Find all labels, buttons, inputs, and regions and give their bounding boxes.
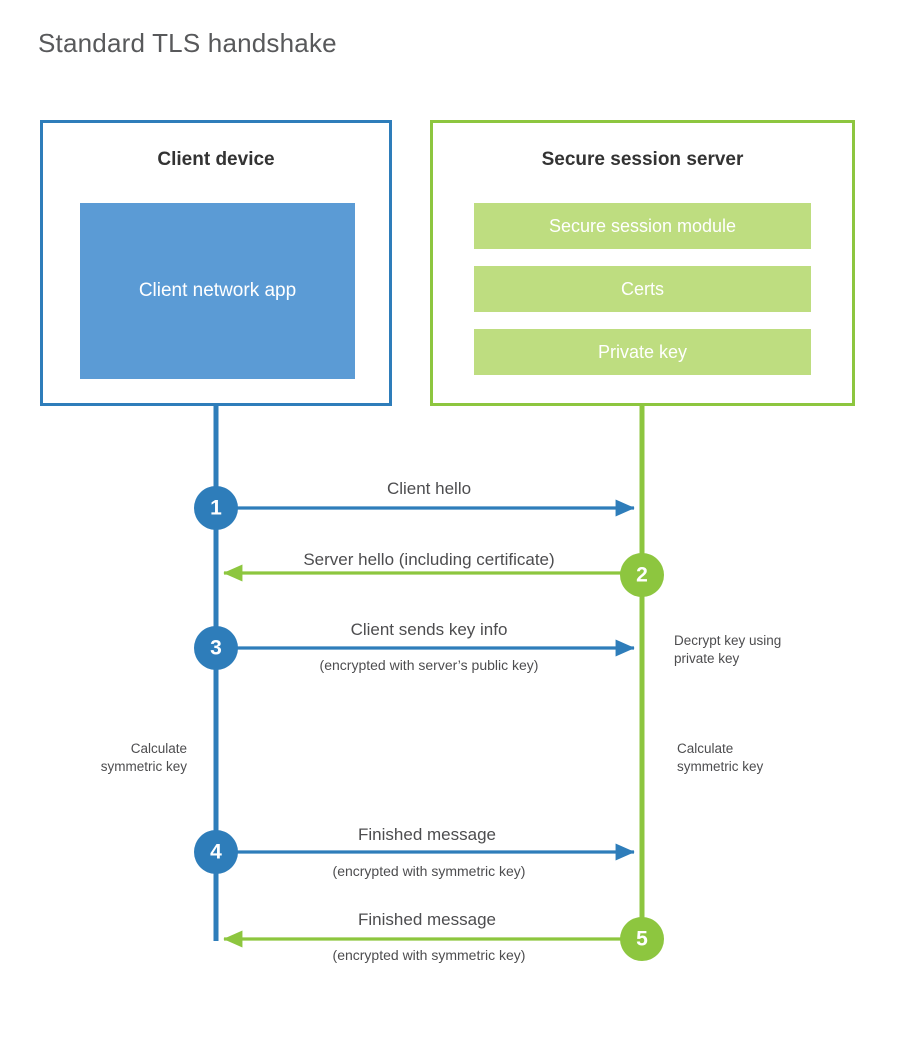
step-number-3: 3	[210, 637, 222, 660]
step-sublabel-4: (encrypted with symmetric key)	[332, 863, 526, 879]
note-client-calculate-line-1: Calculate	[130, 741, 187, 756]
step-marker-5[interactable]: 5	[620, 917, 664, 961]
note-decrypt-key-line-2: private key	[674, 651, 740, 667]
client-network-app-block: Client network app	[80, 203, 355, 379]
step-marker-1[interactable]: 1	[194, 486, 238, 530]
private-key-block: Private key	[474, 329, 811, 375]
step-marker-3[interactable]: 3	[194, 626, 238, 670]
note-server-calculate-symmetric-key: Calculate symmetric key	[677, 740, 857, 776]
step-label-4: Finished message	[358, 825, 496, 844]
step-number-4: 4	[210, 841, 222, 864]
secure-session-server-title: Secure session server	[541, 149, 744, 170]
note-decrypt-key: Decrypt key using private key	[674, 632, 854, 668]
step-label-1: Client hello	[386, 479, 472, 498]
step-marker-2[interactable]: 2	[620, 553, 664, 597]
step-number-5: 5	[636, 928, 648, 951]
step-label-2: Server hello (including certificate)	[303, 550, 555, 569]
step-sublabel-5: (encrypted with symmetric key)	[332, 947, 526, 963]
step-number-1: 1	[210, 497, 222, 520]
page-title: Standard TLS handshake	[38, 28, 337, 58]
note-server-calculate-line-1: Calculate	[677, 741, 734, 756]
note-server-calculate-line-2: symmetric key	[677, 759, 764, 775]
client-device-title: Client device	[157, 149, 275, 170]
note-client-calculate-symmetric-key: Calculate symmetric key	[20, 740, 187, 776]
step-label-5: Finished message	[358, 910, 496, 929]
step-sublabel-3: (encrypted with server’s public key)	[319, 657, 539, 673]
step-number-2: 2	[636, 564, 648, 587]
note-decrypt-key-line-1: Decrypt key using	[674, 633, 782, 648]
secure-session-module-block: Secure session module	[474, 203, 811, 249]
step-marker-4[interactable]: 4	[194, 830, 238, 874]
client-device-box: Client device Client network app	[40, 120, 392, 406]
certs-block: Certs	[474, 266, 811, 312]
step-label-3: Client sends key info	[350, 620, 508, 639]
note-client-calculate-line-2: symmetric key	[100, 759, 187, 775]
secure-session-server-box: Secure session server Secure session mod…	[430, 120, 855, 406]
